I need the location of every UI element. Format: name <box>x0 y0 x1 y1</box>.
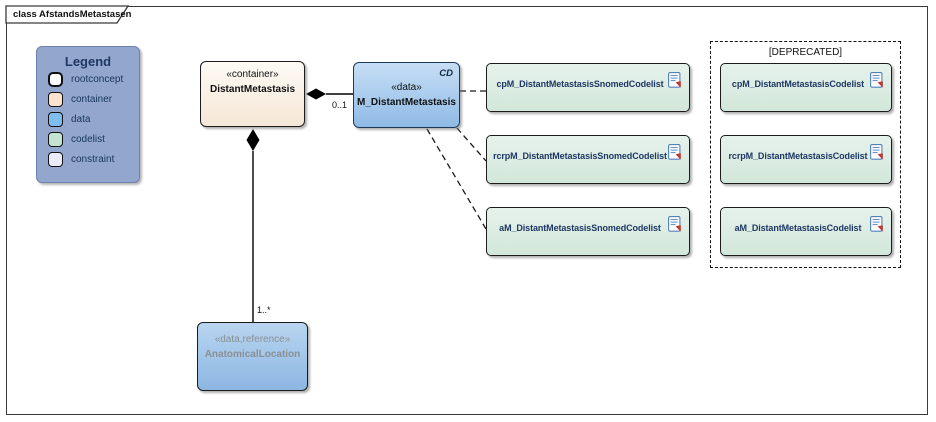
codelist-name: rcrpM_DistantMetastasisCodelist <box>728 151 868 161</box>
node-m-distant-metastasis[interactable]: CD «data» M_DistantMetastasis <box>353 62 460 128</box>
node-name: AnatomicalLocation <box>204 348 301 360</box>
legend-item-rootconcept: rootconcept <box>37 69 139 89</box>
codelist-cpm-snomed[interactable]: cpM_DistantMetastasisSnomedCodelist <box>486 63 690 112</box>
composition-diamond-icon <box>246 129 260 151</box>
deprecated-label: [DEPRECATED] <box>768 47 843 58</box>
codelist-name: rcrpM_DistantMetastasisSnomedCodelist <box>493 151 667 161</box>
legend-item-data: data <box>37 109 139 129</box>
legend-item-codelist: codelist <box>37 129 139 149</box>
node-distant-metastasis[interactable]: «container» DistantMetastasis <box>200 61 305 127</box>
linked-document-icon <box>668 72 681 88</box>
legend-item-label: container <box>71 93 113 105</box>
codelist-am-snomed[interactable]: aM_DistantMetastasisSnomedCodelist <box>486 207 690 256</box>
rootconcept-swatch-icon <box>48 71 63 87</box>
dependency-line-3[interactable] <box>426 128 487 230</box>
multiplicity-label: 1..* <box>257 305 271 315</box>
node-anatomical-location[interactable]: «data,reference» AnatomicalLocation <box>197 322 308 391</box>
diagram-frame <box>6 6 928 415</box>
dependency-line-2[interactable] <box>456 127 487 162</box>
legend-item-label: codelist <box>71 133 105 145</box>
legend-item-constraint: constraint <box>37 149 139 169</box>
codelist-name: aM_DistantMetastasisSnomedCodelist <box>499 223 661 233</box>
deprecated-group: [DEPRECATED] cpM_DistantMetastasisCodeli… <box>710 41 901 268</box>
composition-diamond-icon <box>306 88 326 100</box>
stereotype-label: «data» <box>391 82 422 93</box>
node-name: M_DistantMetastasis <box>357 97 456 108</box>
linked-document-icon <box>870 144 883 160</box>
legend-item-label: rootconcept <box>71 73 124 85</box>
codelist-rcrpm-deprecated[interactable]: rcrpM_DistantMetastasisCodelist <box>720 135 892 184</box>
codelist-name: aM_DistantMetastasisCodelist <box>734 223 862 233</box>
codelist-am-deprecated[interactable]: aM_DistantMetastasisCodelist <box>720 207 892 256</box>
legend: Legend rootconcept container data codeli… <box>36 46 140 183</box>
node-name: DistantMetastasis <box>209 84 296 95</box>
codelist-name: cpM_DistantMetastasisSnomedCodelist <box>496 79 664 89</box>
stereotype-label: «container» <box>226 69 279 80</box>
stereotype-label: «data,reference» <box>214 333 291 345</box>
codelist-rcrpm-snomed[interactable]: rcrpM_DistantMetastasisSnomedCodelist <box>486 135 690 184</box>
linked-document-icon <box>668 144 681 160</box>
cd-corner-label: CD <box>439 68 453 79</box>
legend-item-container: container <box>37 89 139 109</box>
legend-item-label: constraint <box>71 153 115 165</box>
multiplicity-label: 0..1 <box>332 100 348 110</box>
linked-document-icon <box>870 216 883 232</box>
container-swatch-icon <box>48 91 63 107</box>
data-swatch-icon <box>48 111 63 127</box>
legend-item-label: data <box>71 113 91 125</box>
frame-tab <box>5 5 130 24</box>
diagram-title: class AfstandsMetastasen <box>13 9 132 20</box>
codelist-cpm-deprecated[interactable]: cpM_DistantMetastasisCodelist <box>720 63 892 112</box>
linked-document-icon <box>668 216 681 232</box>
legend-title: Legend <box>64 54 112 69</box>
codelist-name: cpM_DistantMetastasisCodelist <box>731 79 865 89</box>
linked-document-icon <box>870 72 883 88</box>
codelist-swatch-icon <box>48 131 63 147</box>
constraint-swatch-icon <box>48 151 63 167</box>
